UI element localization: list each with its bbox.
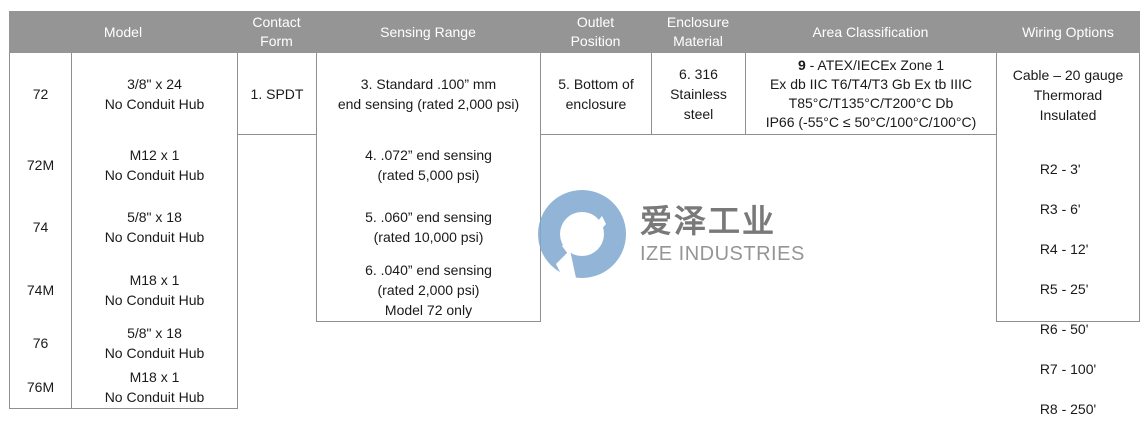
header-wiring-options: Wiring Options xyxy=(1022,23,1114,40)
model-code-cell: 74M xyxy=(9,258,72,322)
table-header xyxy=(9,11,1140,53)
wiring-options-cell: Cable – 20 gauge Thermorad Insulated R2 … xyxy=(996,53,1140,417)
enclosure-material-cell: 6. 316 Stainless steel xyxy=(651,53,746,135)
wiring-description: Cable – 20 gauge Thermorad Insulated xyxy=(1012,67,1124,123)
area-classification-code: 9 xyxy=(797,56,806,73)
area-classification-cell: 9 - ATEX/IECEx Zone 1 Ex db IIC T6/T4/T3… xyxy=(745,53,997,135)
watermark-en-text: IZE INDUSTRIES xyxy=(640,243,805,265)
area-classification-title: 9 - ATEX/IECEx Zone 1 xyxy=(798,56,944,75)
wiring-option: R4 - 12' xyxy=(1039,241,1089,257)
wiring-option: R3 - 6' xyxy=(1039,201,1081,217)
model-description-cell: 5/8" x 18 No Conduit Hub xyxy=(71,196,238,259)
area-classification-details: Ex db IIC T6/T4/T3 Gb Ex tb IIIC T85°C/T… xyxy=(765,75,977,130)
header-outlet-position: Outlet Position xyxy=(570,14,621,49)
contact-form-cell: 1. SPDT xyxy=(237,53,317,135)
model-code-cell: 74 xyxy=(9,196,72,259)
model-code-cell: 72M xyxy=(9,134,72,197)
model-description-cell: 3/8" x 24 No Conduit Hub xyxy=(71,53,238,135)
sensing-range-cell: 5. .060” end sensing (rated 10,000 psi) xyxy=(316,196,541,259)
sensing-range-cell: 4. .072” end sensing (rated 5,000 psi) xyxy=(316,134,541,197)
ize-logo-icon xyxy=(538,190,626,280)
wiring-option: R5 - 25' xyxy=(1039,281,1089,297)
wiring-option: R2 - 3' xyxy=(1039,161,1081,177)
wiring-option: R6 - 50' xyxy=(1039,321,1089,337)
header-contact-form: Contact Form xyxy=(252,14,301,49)
model-description-cell: M12 x 1 No Conduit Hub xyxy=(71,134,238,197)
model-description-cell: M18 x 1 No Conduit Hub xyxy=(71,258,238,322)
wiring-options-list: R2 - 3' R3 - 6' R4 - 12' R5 - 25' R6 - 5… xyxy=(1040,139,1096,439)
header-enclosure-material: Enclosure Material xyxy=(666,14,730,49)
outlet-position-cell: 5. Bottom of enclosure xyxy=(540,53,652,135)
header-model: Model xyxy=(103,23,143,40)
model-code-cell: 76 xyxy=(9,321,72,366)
wiring-option: R8 - 250' xyxy=(1039,401,1097,417)
sensing-range-cell: 6. .040” end sensing (rated 2,000 psi) M… xyxy=(316,258,541,322)
model-code-cell: 72 xyxy=(9,53,72,135)
model-description-cell: M18 x 1 No Conduit Hub xyxy=(71,365,238,409)
header-area-classification: Area Classification xyxy=(812,23,929,40)
header-sensing-range: Sensing Range xyxy=(380,23,476,40)
model-description-cell: 5/8" x 18 No Conduit Hub xyxy=(71,321,238,366)
wiring-option: R7 - 100' xyxy=(1039,361,1097,377)
sensing-range-cell: 3. Standard .100” mm end sensing (rated … xyxy=(316,53,541,135)
model-code-cell: 76M xyxy=(9,365,72,409)
watermark-cn-text: 爱泽工业 xyxy=(640,202,777,240)
watermark: 爱泽工业 IZE INDUSTRIES xyxy=(536,188,806,280)
area-classification-label: - ATEX/IECEx Zone 1 xyxy=(805,56,945,73)
